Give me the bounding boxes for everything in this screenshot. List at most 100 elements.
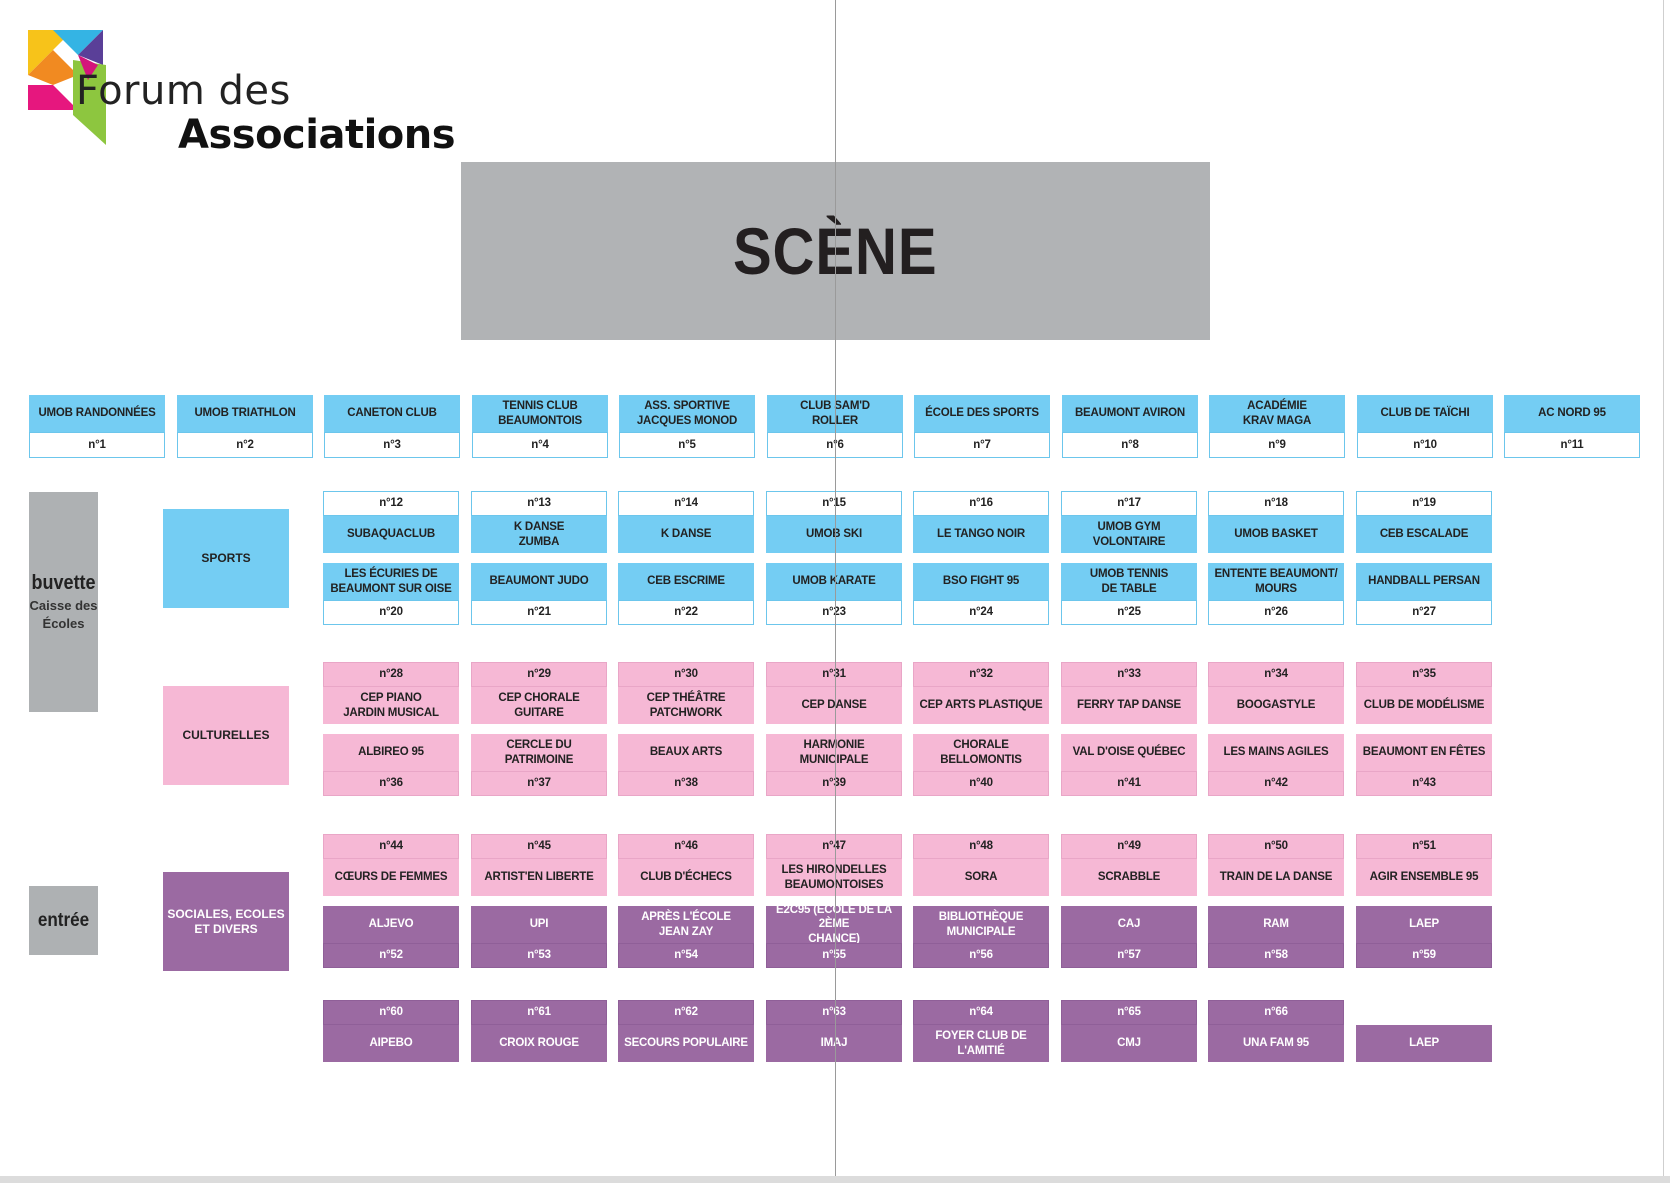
booth-name: UMOB SKI [766,516,902,553]
booth-name: CEB ESCALADE [1356,516,1492,553]
booth-number: n°13 [471,491,607,516]
booth-number: n°38 [618,771,754,796]
booth-name: BEAUMONT EN FÊTES [1356,734,1492,771]
booth-number: n°44 [323,834,459,859]
booth-name: CŒURS DE FEMMES [323,859,459,896]
booth-name: E2C95 (ÉCOLE DE LA 2ÈME CHANCE) [766,904,902,945]
booth-number: n°25 [1061,600,1197,625]
booth-name: ALBIREO 95 [323,734,459,771]
booth-number: n°57 [1061,943,1197,968]
booth-number: n°21 [471,600,607,625]
booth-name: CEP THÉÂTRE PATCHWORK [618,687,754,724]
booth-number: n°4 [472,432,608,458]
booth-number: n°49 [1061,834,1197,859]
booth-name: ACADÉMIE KRAV MAGA [1209,395,1345,432]
booth-number: n°19 [1356,491,1492,516]
booth-number: n°32 [913,662,1049,687]
booth-name: BEAUX ARTS [618,734,754,771]
booth-name: UPI [471,906,607,943]
booth-name: SUBAQUACLUB [323,516,459,553]
booth-number: n°18 [1208,491,1344,516]
booth-name: K DANSE ZUMBA [471,516,607,553]
booth-number: n°7 [914,432,1050,458]
booth-name: ALJEVO [323,906,459,943]
booth-number: n°48 [913,834,1049,859]
booth-number: n°30 [618,662,754,687]
booth-name: CEP ARTS PLASTIQUE [913,687,1049,724]
booth-number: n°36 [323,771,459,796]
booth-name: CEP PIANO JARDIN MUSICAL [323,687,459,724]
booth-number: n°58 [1208,943,1344,968]
booth-name: LAEP [1356,1025,1492,1062]
booth-number: n°60 [323,1000,459,1025]
booth-number: n°61 [471,1000,607,1025]
booth-name: HANDBALL PERSAN [1356,563,1492,600]
booth-name: ÉCOLE DES SPORTS [914,395,1050,432]
booth-name: TENNIS CLUB BEAUMONTOIS [472,395,608,432]
booth-name: K DANSE [618,516,754,553]
booth-name: CLUB DE TAÏCHI [1357,395,1493,432]
booth-name: BOOGASTYLE [1208,687,1344,724]
booth-number: n°3 [324,432,460,458]
booth-name: LES MAINS AGILES [1208,734,1344,771]
booth-name: CLUB D'ÉCHECS [618,859,754,896]
booth-name: CANETON CLUB [324,395,460,432]
booth-number: n°42 [1208,771,1344,796]
booth-number: n°56 [913,943,1049,968]
forum-logo: Forum des Associations [28,30,456,165]
booth-number: n°53 [471,943,607,968]
booth-number: n°34 [1208,662,1344,687]
booth-name: BSO FIGHT 95 [913,563,1049,600]
booth-number: n°41 [1061,771,1197,796]
booth-name: ARTIST'EN LIBERTE [471,859,607,896]
booth-name: LES HIRONDELLES BEAUMONTOISES [766,859,902,896]
booth-number: n°59 [1356,943,1492,968]
booth-number: n°35 [1356,662,1492,687]
booth-number: n°52 [323,943,459,968]
booth-name: RAM [1208,906,1344,943]
booth-number: n°24 [913,600,1049,625]
booth-number: n°64 [913,1000,1049,1025]
booth-number: n°37 [471,771,607,796]
category-sports: SPORTS [163,509,289,608]
booth-number: n°66 [1208,1000,1344,1025]
caisse-des-ecoles-label: Caisse des Écoles [29,597,98,631]
entree-label: entrée [37,909,90,931]
booth-name: UNA FAM 95 [1208,1025,1344,1062]
booth-number: n°1 [29,432,165,458]
booth-name: CEP CHORALE GUITARE [471,687,607,724]
booth-number: n°65 [1061,1000,1197,1025]
booth-number: n°31 [766,662,902,687]
booth-name: UMOB TENNIS DE TABLE [1061,563,1197,600]
booth-name: HARMONIE MUNICIPALE [766,734,902,771]
bottom-band [0,1176,1670,1183]
booth-number: n°10 [1357,432,1493,458]
tangram-logo-icon [28,30,106,145]
booth-name: LES ÉCURIES DE BEAUMONT SUR OISE [323,563,459,600]
booth-number: n°8 [1062,432,1198,458]
booth-name: ASS. SPORTIVE JACQUES MONOD [619,395,755,432]
booth-number: n°17 [1061,491,1197,516]
booth-number: n°62 [618,1000,754,1025]
category-culturelles: CULTURELLES [163,686,289,785]
booth-name: UMOB GYM VOLONTAIRE [1061,516,1197,553]
booth-name: AIPEBO [323,1025,459,1062]
booth-name: CEP DANSE [766,687,902,724]
booth-name: CROIX ROUGE [471,1025,607,1062]
booth-name: TRAIN DE LA DANSE [1208,859,1344,896]
booth-number: n°50 [1208,834,1344,859]
booth-number: n°55 [766,943,902,968]
booth-number: n°54 [618,943,754,968]
booth-name: UMOB KARATE [766,563,902,600]
booth-number: n°46 [618,834,754,859]
booth-number: n°63 [766,1000,902,1025]
booth-number: n°5 [619,432,755,458]
booth-number: n°40 [913,771,1049,796]
booth-number: n°12 [323,491,459,516]
buvette-label: buvette [31,571,96,594]
booth-name: BEAUMONT AVIRON [1062,395,1198,432]
booth-number: n°22 [618,600,754,625]
logo-line1: Forum des [76,68,291,114]
booth-number: n°23 [766,600,902,625]
